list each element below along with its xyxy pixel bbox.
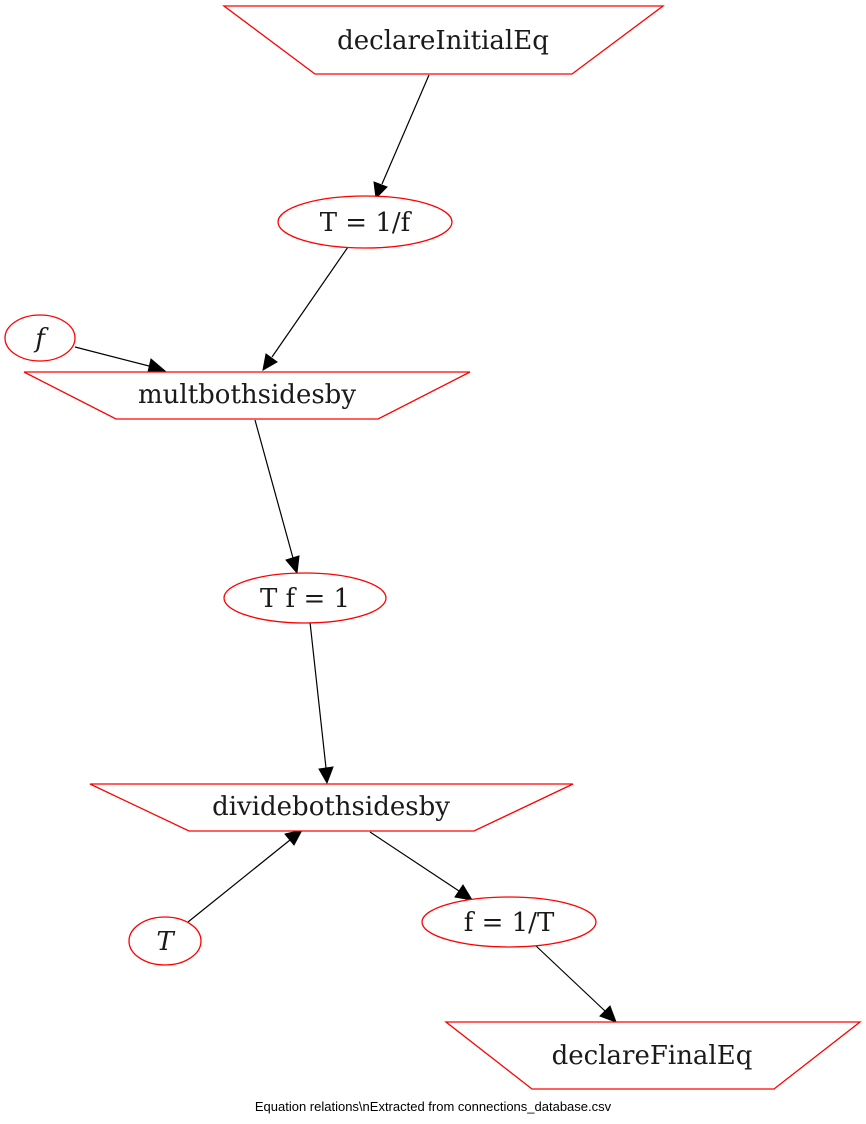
edges [74, 74, 617, 1023]
node-multbothsidesby: multbothsidesby [23, 371, 471, 420]
node-var-T: T [128, 916, 202, 966]
edge-f-to-multbothsidesby [74, 346, 167, 373]
node-eq-Tf-equals-1: T f = 1 [223, 572, 387, 624]
node-declarefinaleq: declareFinalEq [444, 1021, 862, 1090]
edge-eq3-to-declarefinal [534, 944, 617, 1023]
node-declareinitialeq: declareInitialEq [222, 5, 665, 75]
node-label: declareFinalEq [552, 1041, 753, 1071]
node-label: dividebothsidesby [212, 792, 450, 822]
node-eq-f-equals-1-over-T: f = 1/T [421, 896, 597, 948]
edge-T-to-dividebothsidesby [187, 829, 303, 923]
node-label: T f = 1 [260, 584, 350, 614]
edge-declareinitial-to-eq1 [373, 74, 430, 200]
node-label: T [156, 927, 175, 957]
node-label: f = 1/T [464, 908, 555, 938]
node-dividebothsidesby: dividebothsidesby [89, 783, 574, 832]
node-label: declareInitialEq [337, 26, 549, 56]
graph-caption: Equation relations\nExtracted from conne… [255, 1099, 612, 1114]
node-eq-T-equals-1-over-f: T = 1/f [277, 195, 453, 249]
node-label: multbothsidesby [138, 380, 356, 410]
edge-dividebothsidesby-to-eq3 [369, 831, 473, 901]
edge-multbothsidesby-to-eq2 [254, 419, 300, 575]
edge-eq1-to-multbothsidesby [262, 246, 349, 371]
node-label: T = 1/f [320, 208, 413, 238]
node-var-f: f [4, 314, 76, 362]
edge-eq2-to-dividebothsidesby [309, 621, 334, 785]
